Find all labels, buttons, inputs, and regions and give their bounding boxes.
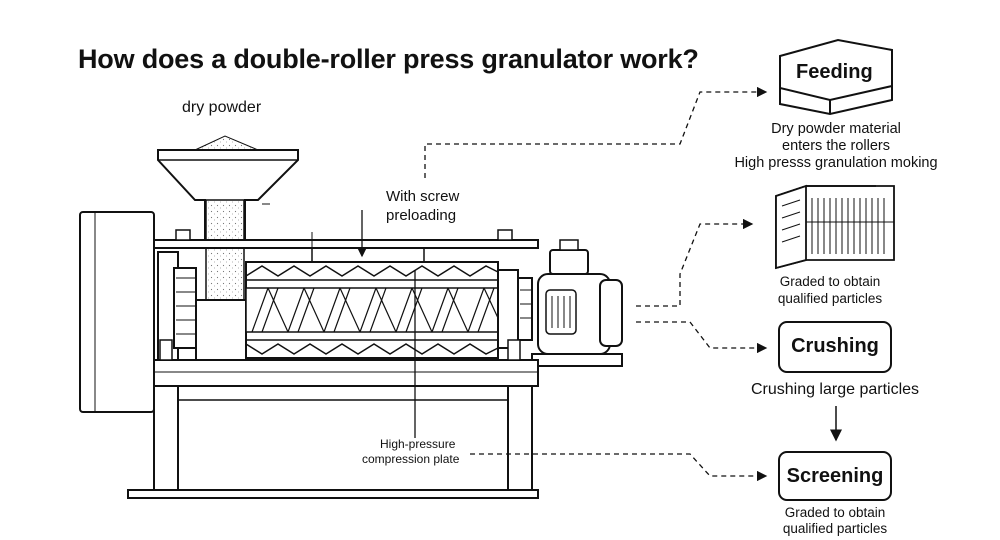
flow-connectors [424, 86, 768, 482]
grading-caption-line: Graded to obtain [779, 274, 881, 289]
machine-callouts [311, 210, 416, 438]
screening-caption-line: qualified particles [782, 521, 888, 536]
crushing-title: Crushing [791, 335, 879, 357]
base-frame [153, 359, 539, 387]
grading-rack-icon [775, 184, 895, 270]
grading-caption: Graded to obtain qualified particles [740, 273, 920, 307]
screening-box [778, 451, 892, 501]
crushing-box [778, 321, 892, 373]
left-bearing-assembly [157, 251, 247, 365]
feeding-caption: Dry powder material enters the rollers H… [700, 121, 972, 172]
grading-caption-line: qualified particles [777, 291, 883, 306]
drive-motor [531, 239, 623, 367]
page-title: How does a double-roller press granulato… [78, 44, 699, 74]
top-frame-beam [153, 239, 539, 249]
screening-caption-line: Graded to obtain [784, 505, 886, 520]
screw-preloading-label-line2: preloading [386, 207, 457, 224]
screening-caption: Graded to obtain qualified particles [745, 505, 925, 537]
feeding-caption-line: enters the rollers [782, 138, 890, 154]
right-bearing-assembly [497, 269, 533, 349]
feeding-caption-line: High presss granulation moking [734, 155, 938, 171]
left-side-plate [79, 211, 155, 413]
feed-chute [205, 199, 245, 313]
lower-roller-teeth [245, 343, 499, 355]
compression-plate-label-line1: High-pressure [380, 437, 456, 451]
dry-powder-label: dry powder [182, 99, 262, 116]
feeding-title: Feeding [796, 61, 873, 83]
granulator-machine [79, 135, 623, 499]
feeding-caption-line: Dry powder material [771, 121, 901, 137]
compression-plate-label-line2: compression plate [362, 452, 460, 466]
screw-preloading-label-line1: With screw [386, 188, 460, 205]
crushing-caption: Crushing large particles [750, 381, 920, 398]
screening-title: Screening [786, 465, 884, 487]
feeding-box [779, 38, 893, 116]
upper-roller-core [245, 287, 499, 333]
upper-roller-teeth [245, 265, 499, 277]
